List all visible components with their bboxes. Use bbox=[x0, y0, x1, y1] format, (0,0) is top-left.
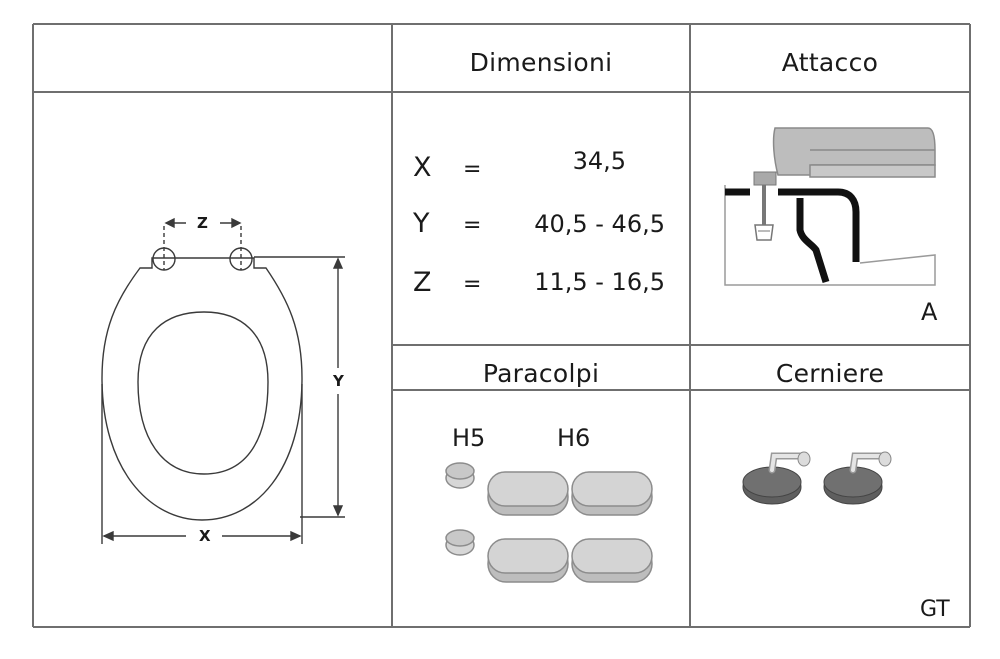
hinge-code: GT bbox=[920, 597, 950, 622]
attachment-illustration bbox=[724, 127, 936, 286]
header-bumpers: Paracolpi bbox=[482, 359, 600, 388]
dimension-label: X bbox=[413, 152, 432, 183]
hinges-illustration bbox=[742, 451, 892, 505]
dimension-label: Z bbox=[413, 267, 432, 298]
seat-technical-drawing bbox=[101, 217, 345, 544]
bumper-label-h6: H6 bbox=[557, 424, 591, 452]
header-hinges: Cerniere bbox=[775, 359, 885, 388]
dimension-equals: = bbox=[463, 272, 482, 297]
dimension-value: 34,5 bbox=[572, 147, 626, 175]
drawing-label-y: Y bbox=[333, 372, 344, 390]
dimension-value: 11,5 - 16,5 bbox=[534, 268, 665, 296]
drawing-label-x: X bbox=[199, 527, 211, 545]
dimension-value: 40,5 - 46,5 bbox=[534, 210, 665, 238]
header-dimensions: Dimensioni bbox=[469, 48, 613, 77]
dimension-equals: = bbox=[463, 213, 482, 238]
drawing-label-z: Z bbox=[197, 214, 208, 232]
dimension-label: Y bbox=[413, 208, 430, 239]
dimension-equals: = bbox=[463, 157, 482, 182]
bumpers-illustration bbox=[445, 462, 653, 583]
bumper-label-h5: H5 bbox=[452, 424, 486, 452]
attachment-code: A bbox=[921, 298, 938, 326]
header-attachment: Attacco bbox=[781, 48, 879, 77]
